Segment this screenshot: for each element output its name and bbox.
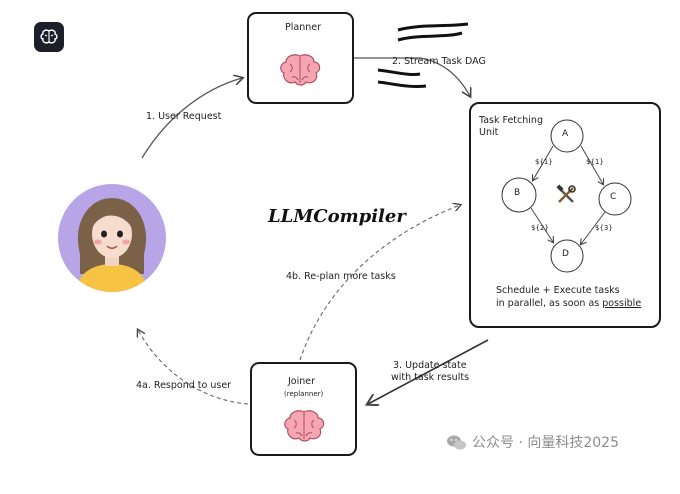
wechat-icon <box>447 435 466 450</box>
watermark-text: 公众号 · 向量科技2025 <box>472 435 619 451</box>
arrow-stream-dag <box>352 57 470 96</box>
user-avatar <box>58 184 166 292</box>
step-3-label-line1: 3. Update state <box>393 360 467 371</box>
arrow-update-state <box>368 339 489 404</box>
brain-icon <box>40 29 58 44</box>
tools-icon <box>556 184 576 203</box>
step-1-label: 1. User Request <box>146 111 222 122</box>
task-unit-label-line1: Task Fetching <box>479 115 543 126</box>
step-2-label: 2. Stream Task DAG <box>392 56 486 67</box>
planner-box: Planner <box>247 12 354 104</box>
brain-logo <box>34 22 64 52</box>
joiner-sublabel: (replanner) <box>284 390 324 398</box>
node-d: D <box>562 249 569 259</box>
joiner-box: Joiner (replanner) <box>250 362 357 456</box>
step-4a-label: 4a. Respond to user <box>136 380 232 391</box>
node-c-shape <box>598 182 632 216</box>
arrow-respond <box>138 330 249 405</box>
step-4b-label: 4b. Re-plan more tasks <box>286 271 396 282</box>
caption-line1: Schedule + Execute tasks <box>496 285 620 296</box>
caption-line2-emph: possible <box>602 298 642 309</box>
node-c: C <box>610 192 617 202</box>
edge-label-a-b: ${1} <box>535 158 553 166</box>
arrow-replan <box>299 205 460 361</box>
edge-label-a-c: ${1} <box>586 158 604 166</box>
step-3-label-line2: with task results <box>391 372 470 383</box>
brain-icon <box>284 410 325 442</box>
node-b-shape <box>501 177 537 213</box>
watermark: 公众号 · 向量科技2025 <box>446 432 619 452</box>
scribble-top <box>397 22 469 32</box>
task-dag <box>501 119 632 273</box>
edge-label-c-d: ${3} <box>595 224 613 232</box>
node-d-shape <box>550 239 584 273</box>
node-b: B <box>514 188 521 198</box>
caption-line2-prefix: in parallel, as soon as <box>496 298 603 309</box>
edge-label-b-d: ${2} <box>531 224 549 232</box>
user-avatar-icon <box>58 184 166 292</box>
task-unit-label-line2: Unit <box>479 127 499 138</box>
caption-line2: in parallel, as soon as possible <box>496 298 641 309</box>
joiner-label: Joiner <box>288 376 316 387</box>
node-a: A <box>562 129 569 139</box>
diagram-title: LLMCompiler <box>268 206 406 227</box>
node-a-shape <box>550 119 584 153</box>
task-fetching-unit-box: Task Fetching Unit A B C D ${1} ${1} ${2… <box>469 102 661 328</box>
scribble-bottom <box>377 68 421 76</box>
arrow-user-request <box>141 78 242 159</box>
planner-label: Planner <box>285 22 321 33</box>
brain-icon <box>280 54 321 86</box>
